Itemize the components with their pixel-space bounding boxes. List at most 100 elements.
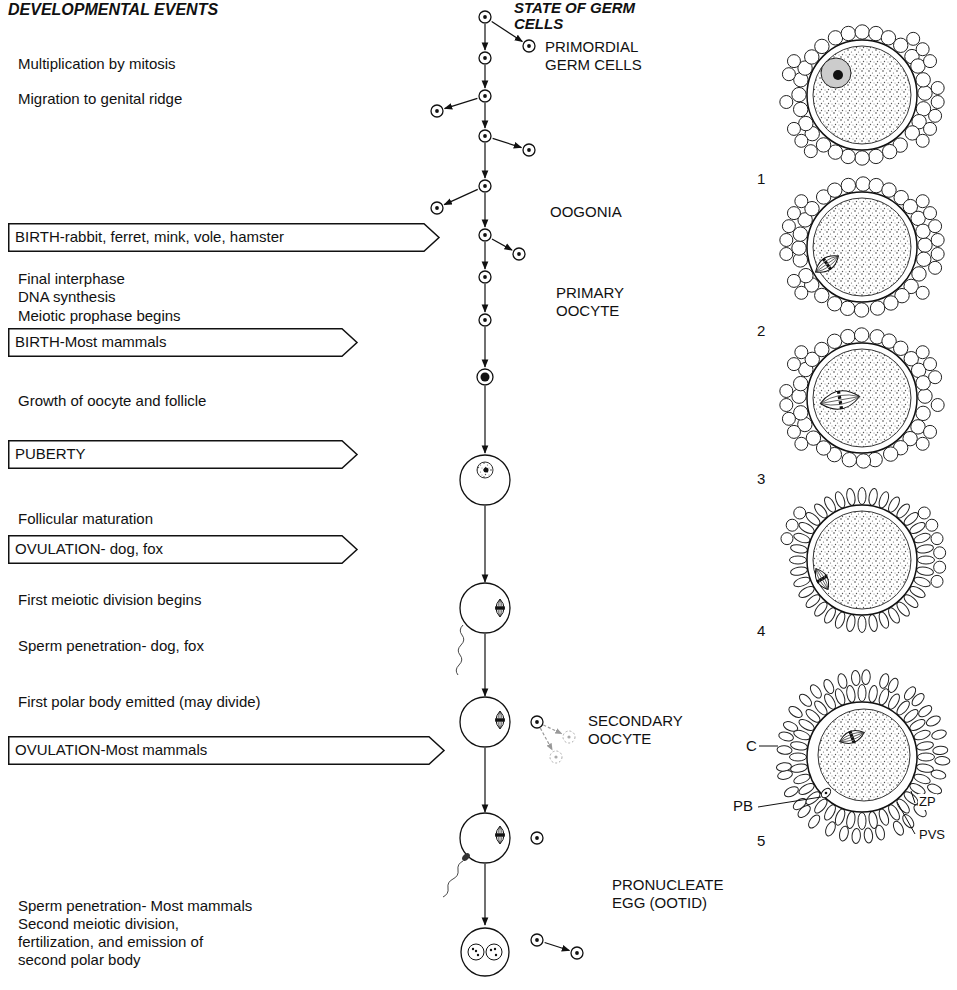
corona-cell — [797, 692, 814, 709]
cumulus-cell — [916, 224, 930, 238]
arrow-line — [484, 386, 485, 453]
cumulus-cell — [782, 68, 795, 81]
chromosome — [816, 579, 820, 583]
chromosome — [824, 260, 828, 264]
chromosome — [848, 730, 852, 734]
event-marker-text: OVULATION- dog, fox — [8, 535, 358, 558]
event-text: First meiotic division begins — [18, 591, 201, 609]
corona-cell — [806, 813, 822, 830]
figure-number: 1 — [757, 170, 765, 188]
meiotic-spindle — [495, 711, 505, 729]
event-text: First polar body emitted (may divide) — [18, 693, 261, 711]
event-marker-text: PUBERTY — [8, 440, 358, 463]
corona-cell — [916, 740, 934, 751]
corona-cell — [793, 575, 812, 588]
cumulus-cell — [882, 144, 896, 158]
corona-cell — [783, 785, 800, 799]
corona-cell — [931, 728, 948, 740]
corona-cell — [845, 614, 856, 632]
oocyte-figure — [781, 488, 946, 633]
oocyte-figure — [780, 177, 944, 317]
arrow-line — [484, 327, 485, 367]
spindle-outline — [812, 251, 842, 277]
germ-cell-column-and-figures — [431, 11, 950, 976]
oocyte — [813, 198, 911, 296]
cumulus-cell — [782, 220, 795, 233]
cell-nucleus — [481, 373, 490, 382]
cumulus-cell — [795, 134, 808, 147]
spindle-fibres — [498, 711, 502, 729]
corona-cell — [858, 616, 866, 633]
event-text: Second meiotic division, fertilization, … — [18, 915, 213, 969]
cell-nucleus — [527, 44, 531, 48]
cumulus-cell — [782, 412, 795, 425]
cumulus-cell — [883, 447, 897, 461]
nucleolus — [494, 948, 496, 950]
germ-cell — [479, 229, 491, 241]
figure-number: 4 — [757, 622, 765, 640]
figure-number: 5 — [757, 832, 765, 850]
cumulus-cell — [854, 303, 868, 317]
germ-cell — [479, 314, 491, 326]
cumulus-cell — [780, 384, 793, 397]
zona-pellucida — [807, 192, 917, 302]
cumulus-cell — [787, 207, 800, 220]
arrow-line — [484, 65, 485, 88]
germ-cell — [531, 934, 543, 946]
corona-cell — [864, 828, 874, 844]
cumulus-cell — [894, 38, 908, 52]
event-marker-text: OVULATION-Most mammals — [8, 736, 445, 759]
chromosome — [495, 833, 498, 836]
arrow-line — [484, 193, 485, 227]
chromosome — [839, 401, 843, 404]
event-text: Final interphase — [18, 270, 125, 288]
germinal-vesicle — [821, 58, 851, 88]
oocyte — [460, 455, 510, 505]
corona-cell — [868, 811, 879, 829]
arrow-line — [444, 189, 477, 204]
cumulus-cell — [780, 233, 793, 246]
cumulus-cell — [841, 26, 855, 40]
cell-nucleus — [535, 720, 539, 724]
germ-cell — [431, 202, 443, 214]
nucleolus — [484, 468, 489, 473]
cumulus-cell — [884, 296, 898, 310]
cumulus-cell — [780, 248, 793, 261]
cell-nucleus — [483, 56, 487, 60]
oocyte-figure — [776, 669, 950, 843]
spindle-fibres — [498, 599, 502, 617]
cell-nucleus — [483, 233, 487, 237]
germ-cell-column — [431, 11, 583, 976]
corona-cell — [868, 614, 879, 632]
cumulus-cell — [792, 241, 806, 255]
stage-name: PRIMARY OOCYTE — [556, 284, 656, 320]
nucleolus — [477, 954, 479, 956]
oocyte — [460, 697, 510, 747]
cumulus-cell — [815, 39, 829, 53]
zona-pellucida — [807, 702, 917, 812]
chromosome — [837, 391, 841, 394]
corona-cell — [916, 763, 934, 774]
corona-cell — [910, 691, 926, 708]
cumulus-cell — [931, 248, 944, 261]
germinal-vesicle — [477, 462, 493, 478]
corona-cell — [833, 491, 846, 510]
cell-nucleus — [483, 275, 487, 279]
cell-nucleus — [567, 735, 570, 738]
cumulus-cell — [929, 220, 942, 233]
cumulus-cell — [869, 149, 883, 163]
chromosome — [495, 606, 498, 609]
column-heading: STATE OF GERM CELLS — [514, 0, 654, 32]
part-label: PB — [732, 797, 754, 815]
chromosome — [826, 263, 830, 267]
arrow-box-shape — [9, 329, 357, 357]
meiotic-spindle — [838, 727, 867, 748]
chromosome — [840, 406, 844, 409]
corona-cell — [917, 703, 934, 719]
spindle-outline — [838, 727, 866, 747]
cumulus-cell — [787, 122, 800, 135]
event-arrow-box: BIRTH-Most mammals — [8, 328, 358, 357]
cumulus-cell — [804, 145, 817, 158]
cumulus-cell — [780, 96, 793, 109]
arrow-line — [484, 242, 485, 269]
